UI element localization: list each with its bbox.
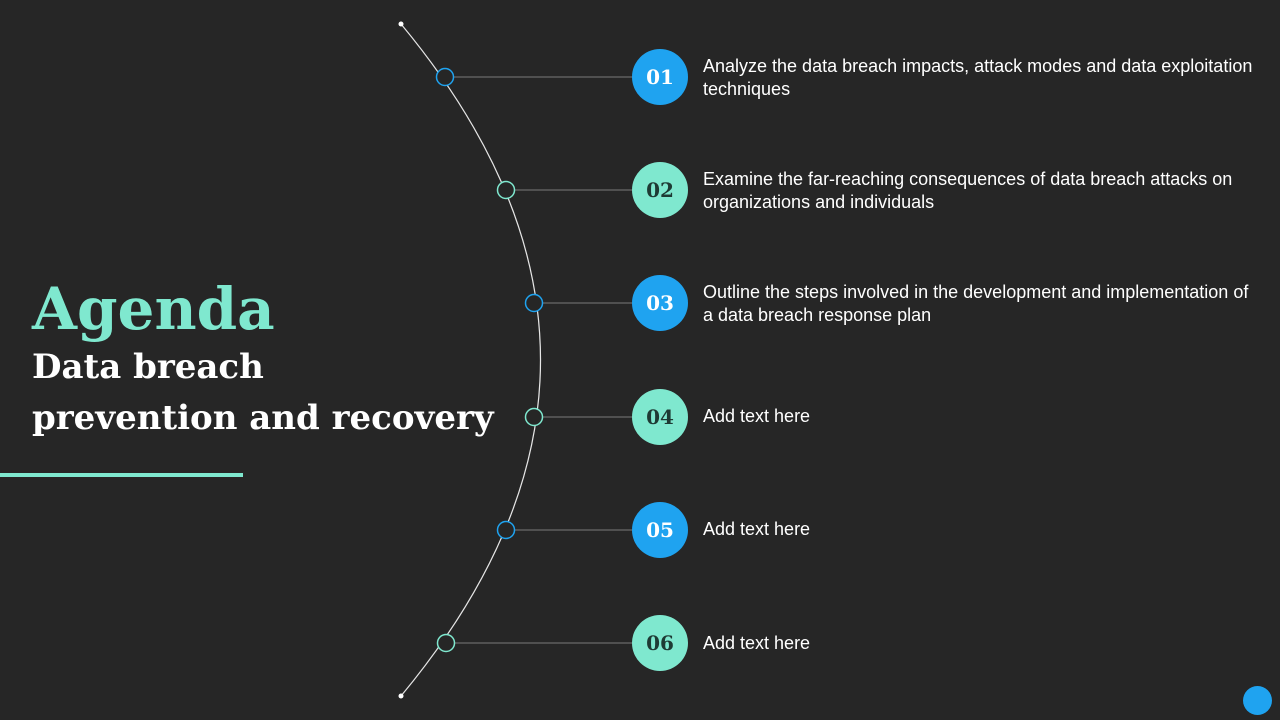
arc-node-04 <box>524 407 544 427</box>
arc-node-05 <box>496 520 516 540</box>
badge-number: 03 <box>646 291 674 315</box>
badge-number: 05 <box>646 518 674 542</box>
title-block: Agenda Data breach prevention and recove… <box>32 276 502 444</box>
badge-number: 06 <box>646 631 674 655</box>
badge-04: 04 <box>632 389 688 445</box>
arc-line <box>400 23 541 697</box>
agenda-item-02-text: Examine the far-reaching consequences of… <box>703 169 1233 212</box>
arc-node-06 <box>436 633 456 653</box>
corner-dot <box>1243 686 1272 715</box>
badge-02: 02 <box>632 162 688 218</box>
badge-06: 06 <box>632 615 688 671</box>
arc-node-03 <box>524 293 544 313</box>
arc-end-dot-bottom <box>398 693 404 699</box>
agenda-item-01-text: Analyze the data breach impacts, attack … <box>703 56 1253 99</box>
arc-node-02 <box>496 180 516 200</box>
badge-number: 01 <box>646 65 674 89</box>
badge-01: 01 <box>632 49 688 105</box>
badge-03: 03 <box>632 275 688 331</box>
subtitle-line-2: prevention and recovery <box>32 398 494 438</box>
subtitle-line-1: Data breach <box>32 347 264 387</box>
arc-end-dot-top <box>398 21 404 27</box>
agenda-item-05-text: Add text here <box>703 519 811 539</box>
title-underline <box>0 473 243 477</box>
agenda-item-06-text: Add text here <box>703 633 811 653</box>
badge-number: 02 <box>646 178 674 202</box>
arc-node-01 <box>435 67 455 87</box>
agenda-item-04-text: Add text here <box>703 406 811 426</box>
page-title: Agenda <box>32 275 275 343</box>
agenda-item-03-text: Outline the steps involved in the develo… <box>703 282 1249 325</box>
badge-number: 04 <box>646 405 674 429</box>
badge-05: 05 <box>632 502 688 558</box>
